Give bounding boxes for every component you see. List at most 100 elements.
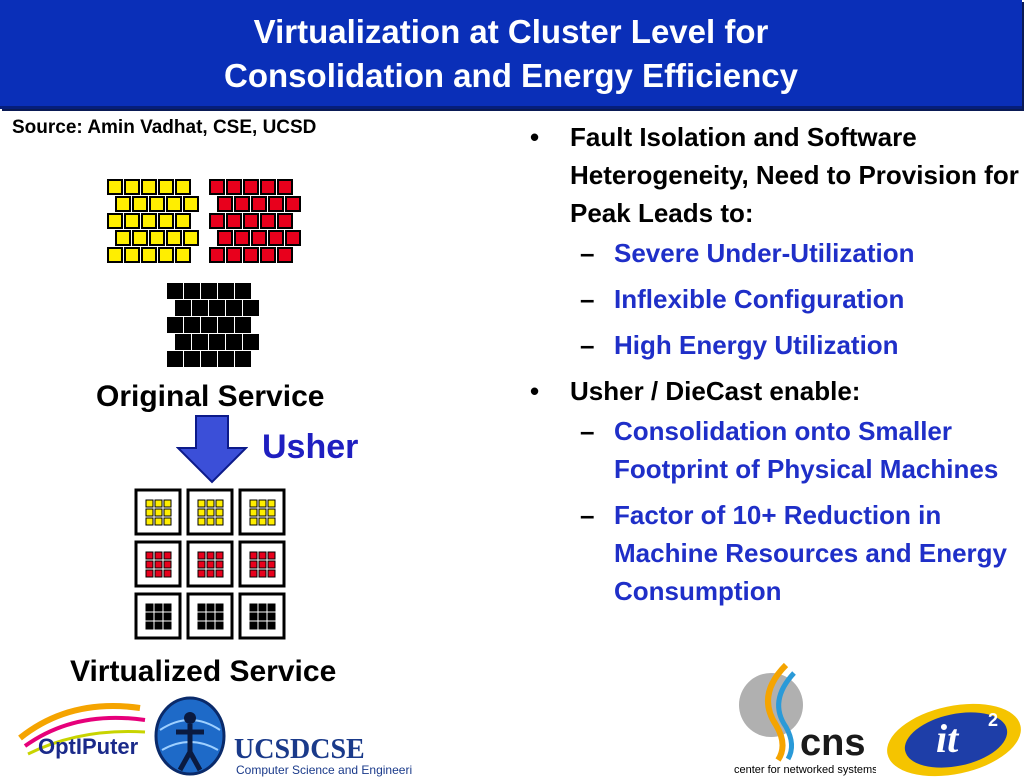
vm-server-square (154, 603, 163, 612)
server-block (260, 247, 276, 263)
server-block (235, 351, 251, 367)
vm-server-square (145, 517, 154, 526)
bullet-dot: • (530, 122, 540, 152)
vm-server-square (249, 551, 258, 560)
server-block (235, 283, 251, 299)
vm-server-square (215, 569, 224, 578)
vm-server-square (258, 517, 267, 526)
cns-wordmark: cns (800, 722, 865, 764)
vm-server-square (145, 499, 154, 508)
vm-server-square (267, 560, 276, 569)
vm-server-square (258, 508, 267, 517)
vm-server-square (145, 560, 154, 569)
server-block (184, 351, 200, 367)
dash-marker: – (580, 416, 595, 446)
vm-server-square (154, 551, 163, 560)
vm-server-square (163, 621, 172, 630)
server-block (251, 230, 267, 246)
server-block (243, 300, 259, 316)
vm-server-square (163, 560, 172, 569)
title-bar: Virtualization at Cluster Level for Cons… (0, 0, 1022, 109)
vm-server-square (215, 551, 224, 560)
server-block (243, 247, 259, 263)
server-block (260, 179, 276, 195)
ucsd-cse-wordmark: UCSDCSE (234, 734, 365, 765)
server-block (243, 179, 259, 195)
vm-server-square (197, 499, 206, 508)
vm-server-square (249, 560, 258, 569)
server-block (166, 196, 182, 212)
original-service-label: Original Service (96, 380, 325, 413)
red-server-cluster (209, 179, 301, 263)
slide-title-line-2: Consolidation and Energy Efficiency (224, 57, 798, 94)
ucsd-cse-subtitle: Computer Science and Engineering (236, 763, 412, 777)
server-block (285, 230, 301, 246)
vm-server-square (249, 569, 258, 578)
server-block (234, 196, 250, 212)
vm-server-square (154, 508, 163, 517)
globe-logo (154, 696, 226, 776)
cns-logo: cns center for networked systems (734, 662, 876, 776)
vm-server-square (154, 560, 163, 569)
vm-server-square (249, 621, 258, 630)
vm-box (186, 592, 234, 640)
down-arrow-icon (176, 415, 248, 484)
vm-server-square (154, 499, 163, 508)
vm-server-square (267, 517, 276, 526)
server-block (235, 317, 251, 333)
sub-bullet-item: – Consolidation onto Smaller Footprint o… (530, 412, 1020, 488)
cns-subtitle: center for networked systems (734, 764, 876, 776)
vm-server-square (258, 499, 267, 508)
black-server-cluster (167, 283, 259, 367)
server-block (260, 213, 276, 229)
sub-bullet-item: – Inflexible Configuration (530, 280, 1020, 318)
server-block (183, 196, 199, 212)
server-block (209, 179, 225, 195)
server-block (141, 179, 157, 195)
dash-marker: – (580, 238, 595, 268)
server-block (226, 247, 242, 263)
server-block (243, 334, 259, 350)
vm-server-square (249, 508, 258, 517)
vm-server-square (215, 612, 224, 621)
ucsd-cse-logo: UCSDCSE Computer Science and Engineering (234, 734, 412, 777)
sub-bullet-text: High Energy Utilization (614, 330, 899, 360)
vm-server-square (206, 612, 215, 621)
bullet-item: • Fault Isolation and Software Heterogen… (530, 118, 1020, 232)
vm-server-square (145, 508, 154, 517)
vm-server-square (249, 499, 258, 508)
vm-server-square (249, 517, 258, 526)
server-block (217, 230, 233, 246)
server-block (209, 300, 225, 316)
server-block (167, 351, 183, 367)
server-block (192, 300, 208, 316)
server-block (149, 230, 165, 246)
vm-server-square (206, 621, 215, 630)
server-block (132, 196, 148, 212)
vm-server-square (215, 499, 224, 508)
server-block (226, 334, 242, 350)
server-block (175, 247, 191, 263)
server-block (209, 334, 225, 350)
server-block (218, 283, 234, 299)
server-block (201, 351, 217, 367)
server-block (251, 196, 267, 212)
vm-server-square (267, 621, 276, 630)
vm-server-square (206, 560, 215, 569)
dash-marker: – (580, 330, 595, 360)
vm-server-square (163, 569, 172, 578)
server-block (115, 230, 131, 246)
vm-server-square (145, 621, 154, 630)
server-block (268, 196, 284, 212)
it2-logo: it 2 (887, 703, 1021, 777)
vm-server-square (197, 612, 206, 621)
vm-server-square (249, 612, 258, 621)
virtualized-service-label: Virtualized Service (70, 655, 337, 688)
vm-server-square (215, 603, 224, 612)
vm-server-square (206, 551, 215, 560)
server-block (107, 213, 123, 229)
vm-server-square (154, 621, 163, 630)
virtualized-service-diagram (134, 488, 286, 640)
server-block (277, 213, 293, 229)
yellow-server-cluster (107, 179, 199, 263)
